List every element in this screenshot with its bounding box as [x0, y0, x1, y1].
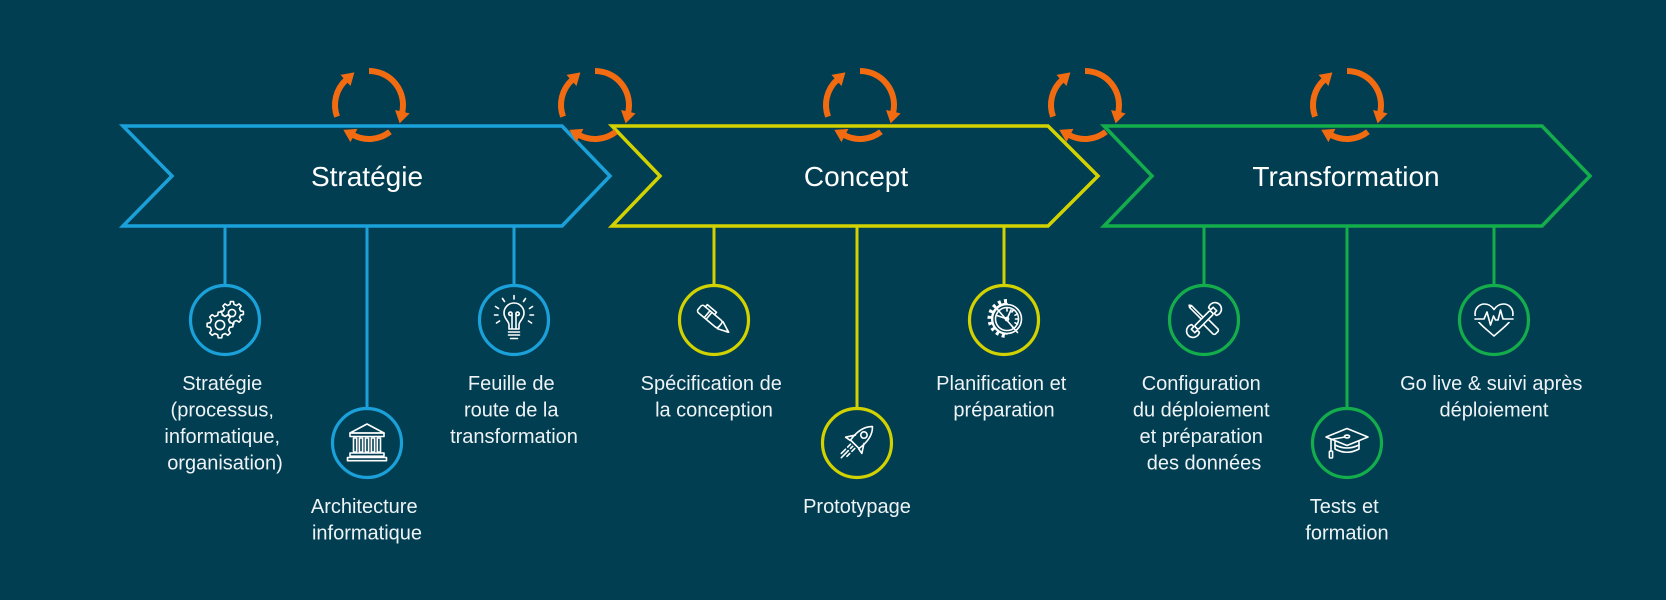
step-label: Go live & suivi après déploiement [1400, 373, 1588, 422]
cycle-arrow-segment [577, 129, 618, 142]
step-item: Configuration du déploiement et préparat… [1133, 283, 1275, 475]
cycle-arrows-icon [332, 68, 410, 143]
cycle-arrow-segment [1329, 129, 1370, 142]
step-label: Tests et formation [1305, 496, 1388, 545]
cycle-arrow-segment [1048, 77, 1065, 118]
cycle-arrow-segment [368, 68, 406, 114]
cycle-arrowhead [1056, 72, 1071, 86]
step-label: Stratégie (processus, informatique, orga… [164, 373, 285, 475]
icon-circle [820, 406, 894, 480]
lightbulb-icon [493, 294, 535, 340]
cycle-arrowhead [834, 128, 849, 143]
step-item: Go live & suivi après déploiement [1400, 283, 1588, 422]
step-label: Prototypage [803, 496, 911, 518]
cycle-arrows-icon [558, 68, 636, 143]
cycle-arrowhead [1111, 109, 1126, 124]
cycle-arrow-segment [823, 77, 840, 118]
phase-chevron [118, 124, 613, 228]
cycle-arrows-layer [332, 68, 1388, 143]
step-label: Configuration du déploiement et préparat… [1133, 373, 1275, 475]
cycle-arrowhead [569, 128, 584, 143]
phase-title: Stratégie [311, 161, 423, 192]
phase-concept: Concept Spécification de la conception [607, 124, 1101, 518]
step-label: Feuille de route de la transformation [450, 373, 578, 448]
phase-chevron [1099, 124, 1593, 228]
cycle-arrow-segment [594, 68, 632, 114]
step-item: Spécification de la conception [641, 283, 788, 422]
cycle-arrow-segment [1067, 129, 1108, 142]
step-item: Planification et préparation [936, 283, 1072, 422]
step-item: Feuille de route de la transformation [450, 283, 578, 448]
icon-circle [967, 283, 1041, 357]
gear-small-hole [227, 308, 237, 318]
cycle-arrow-segment [1346, 68, 1384, 114]
phase-title: Concept [804, 161, 909, 192]
step-label: Spécification de la conception [641, 373, 788, 422]
cycle-arrowhead [395, 109, 410, 124]
cycle-arrow-segment [351, 129, 392, 142]
cycle-arrows-icon [1048, 68, 1126, 143]
step-item: Architecture informatique [311, 406, 423, 545]
building-icon [346, 423, 388, 462]
cycle-arrows-icon [823, 68, 901, 143]
cycle-arrows-icon [1310, 68, 1388, 143]
cycle-arrowhead [566, 72, 581, 86]
gauge-gear-icon [987, 299, 1023, 338]
gear-large [206, 311, 234, 339]
phase-chevron [607, 124, 1101, 228]
cycle-arrow-segment [842, 129, 883, 142]
step-item: Prototypage [803, 406, 911, 518]
cycle-arrow-segment [859, 68, 897, 114]
cycle-arrow-segment [1310, 77, 1327, 118]
icon-circle [330, 406, 404, 480]
cycle-arrowhead [340, 72, 355, 86]
cycle-arrowhead [1059, 128, 1074, 143]
phase-transformation: Transformation Configuration [1099, 124, 1593, 545]
icon-circle [477, 283, 551, 357]
gear-large-hole [214, 319, 226, 331]
cycle-arrowhead [1373, 109, 1388, 124]
pen-icon [696, 303, 730, 334]
cycle-arrow-segment [1084, 68, 1122, 114]
gears-icon [206, 300, 245, 339]
icon-circle [677, 283, 751, 357]
rocket-icon [840, 425, 874, 459]
graduation-cap-icon [1325, 427, 1369, 459]
step-label: Architecture informatique [311, 496, 423, 545]
cycle-arrow-segment [332, 77, 349, 118]
cycle-arrowhead [886, 109, 901, 124]
cycle-arrowhead [1321, 128, 1336, 143]
cycle-arrow-segment [558, 77, 575, 118]
step-item: Stratégie (processus, informatique, orga… [164, 283, 285, 475]
step-label: Planification et préparation [936, 373, 1072, 422]
cycle-arrowhead [343, 128, 358, 143]
phase-title: Transformation [1252, 161, 1439, 192]
phase-strategie: Stratégie Stratégie (processus, informat… [118, 124, 613, 545]
step-item: Tests et formation [1305, 406, 1389, 545]
cycle-arrowhead [831, 72, 846, 86]
tools-icon [1185, 301, 1223, 339]
cycle-arrowhead [1318, 72, 1333, 86]
cycle-arrowhead [621, 109, 636, 124]
heart-pulse-icon [1474, 303, 1514, 337]
